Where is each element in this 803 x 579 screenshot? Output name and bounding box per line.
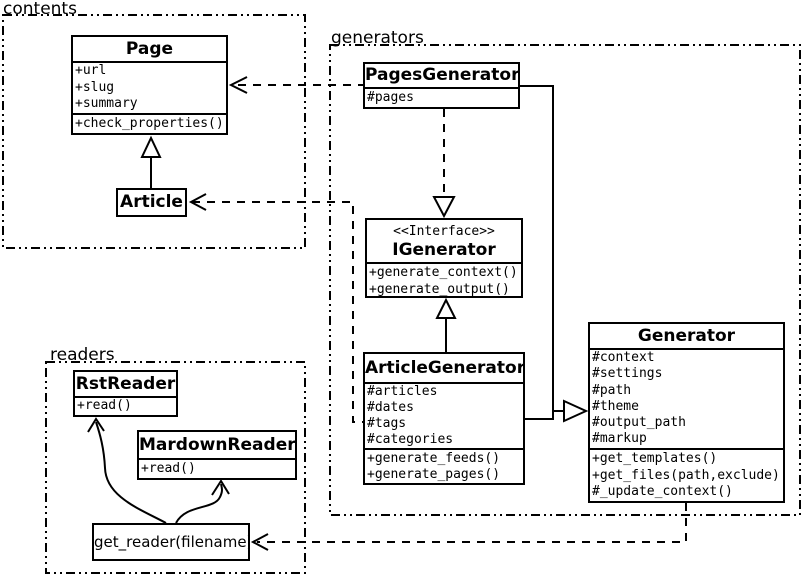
method: +get_templates()	[592, 451, 718, 466]
triangle-head-page	[140, 135, 162, 158]
attributes-compartment: #articles #dates #tags #categories	[365, 382, 523, 448]
inheritance-pagesgenerator-to-generator	[520, 85, 564, 412]
attribute: #settings	[592, 366, 663, 382]
class-title-pagesgenerator: PagesGenerator	[365, 65, 520, 85]
class-box-generator: Generator #context #settings #path #them…	[588, 322, 785, 503]
arrowhead-into-rstreader	[87, 417, 105, 433]
dependency-generator-to-getreader	[257, 503, 687, 543]
package-label-generators: generators	[331, 28, 424, 48]
class-box-page: Page +url +slug +summary +check_properti…	[71, 35, 228, 135]
method: +get_files(path,exclude)	[592, 467, 780, 483]
attributes-compartment: #context #settings #path #theme #output_…	[590, 348, 783, 448]
attribute: #path	[592, 382, 632, 398]
class-title-rstreader: RstReader	[75, 374, 176, 394]
arrowhead-into-mardownreader	[211, 479, 230, 496]
method: +read()	[141, 461, 196, 476]
class-box-article: Article	[116, 188, 187, 217]
class-box-igenerator: <<Interface>> IGenerator +generate_conte…	[365, 218, 523, 298]
class-title-igenerator: IGenerator	[392, 240, 496, 260]
package-border-contents	[2, 14, 306, 249]
attribute: +url	[75, 63, 107, 78]
arrowhead-into-getreader	[250, 533, 269, 551]
package-border-readers	[45, 361, 306, 574]
package-label-readers: readers	[50, 345, 115, 365]
methods-compartment: +read()	[75, 396, 176, 415]
attributes-compartment: #pages	[365, 87, 518, 107]
methods-compartment: +check_properties()	[73, 113, 226, 133]
attribute: #tags	[367, 416, 407, 431]
class-title-generator: Generator	[637, 326, 736, 346]
methods-compartment: +generate_feeds() +generate_pages()	[365, 448, 523, 483]
class-title-article: Article	[120, 192, 183, 212]
title-compartment: <<Interface>> IGenerator	[367, 220, 521, 262]
method: +generate_context()	[369, 265, 518, 280]
class-title-page: Page	[125, 39, 174, 59]
class-title-mardownreader: MardownReader	[139, 435, 296, 455]
methods-compartment: +generate_context() +generate_output()	[367, 262, 521, 297]
arrowhead-into-article	[188, 193, 207, 211]
interface-stereotype: <<Interface>>	[393, 224, 495, 239]
method: +generate_feeds()	[367, 451, 501, 466]
arrowhead-into-page	[228, 76, 248, 94]
attribute: #articles	[367, 384, 438, 399]
attribute: #context	[592, 350, 655, 365]
method: +generate_output()	[369, 281, 510, 297]
class-box-articlegenerator: ArticleGenerator #articles #dates #tags …	[363, 352, 525, 485]
attribute: #theme	[592, 398, 639, 414]
attribute: #markup	[592, 431, 647, 447]
attribute: #output_path	[592, 415, 686, 431]
method: +read()	[77, 398, 132, 413]
triangle-head-igenerator-top	[432, 196, 456, 219]
class-box-rstreader: RstReader +read()	[73, 370, 178, 417]
class-box-mardownreader: MardownReader +read()	[137, 430, 297, 480]
triangle-head-generator	[563, 399, 589, 423]
attribute: #dates	[367, 400, 414, 415]
dependency-articlegenerator-to-article	[192, 201, 363, 423]
methods-compartment: +get_templates() +get_files(path,exclude…	[590, 448, 783, 501]
method: +check_properties()	[75, 116, 224, 131]
function-label-getreader: get_reader(filename)	[94, 533, 250, 551]
call-getreader-to-mardownreader	[175, 483, 223, 524]
methods-compartment: +read()	[139, 458, 295, 478]
method: +generate_pages()	[367, 467, 501, 482]
attribute: +summary	[75, 96, 138, 112]
package-border-generators	[329, 44, 801, 516]
attributes-compartment: +url +slug +summary	[73, 61, 226, 113]
package-label-contents: contents	[3, 0, 77, 19]
triangle-head-igenerator-bottom	[435, 297, 457, 319]
class-title-articlegenerator: ArticleGenerator	[365, 358, 525, 378]
function-box-getreader: get_reader(filename)	[92, 523, 250, 561]
attribute: +slug	[75, 79, 115, 95]
inheritance-articlegenerator-to-generator	[525, 411, 554, 420]
attribute: #categories	[367, 432, 454, 447]
method: #_update_context()	[592, 484, 733, 499]
call-getreader-to-rstreader	[95, 421, 167, 524]
class-box-pagesgenerator: PagesGenerator #pages	[363, 62, 520, 109]
attribute: #pages	[367, 90, 414, 105]
